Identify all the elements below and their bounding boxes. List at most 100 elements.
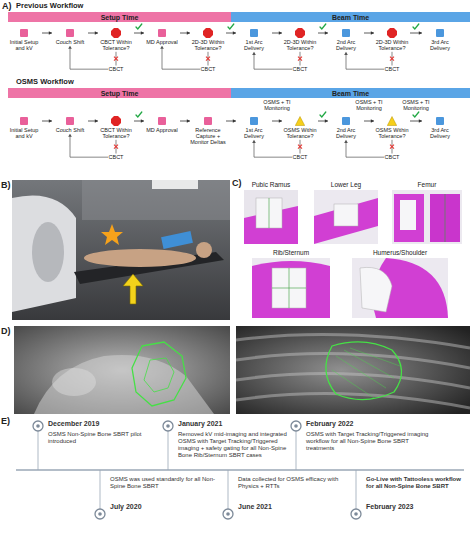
roi-box bbox=[400, 200, 416, 230]
marker-graphic bbox=[157, 28, 167, 38]
rib-shadow bbox=[236, 394, 470, 408]
setup-marker bbox=[157, 28, 167, 38]
octagon-shape bbox=[111, 28, 121, 38]
return-line bbox=[346, 141, 384, 157]
drop-line bbox=[208, 52, 209, 66]
setup-marker bbox=[19, 116, 29, 126]
workflow-step: Couch Shift bbox=[52, 28, 88, 45]
band-text: Beam Time bbox=[332, 14, 369, 21]
flow-arrow bbox=[318, 112, 328, 123]
timeline-pin bbox=[351, 509, 361, 519]
time-band: Beam Time bbox=[231, 88, 470, 98]
roi-box bbox=[256, 198, 282, 228]
square-shape bbox=[436, 117, 444, 125]
target-contour bbox=[132, 342, 186, 406]
time-band: Setup Time bbox=[8, 12, 231, 22]
arrow-head bbox=[279, 31, 282, 35]
panel-letter: B) bbox=[1, 180, 11, 190]
time-band: Setup Time bbox=[8, 88, 231, 98]
pin-dot bbox=[36, 424, 40, 428]
delivery-marker bbox=[435, 116, 445, 126]
rib-shadow bbox=[236, 335, 470, 348]
warning-triangle bbox=[387, 116, 397, 126]
workflow-step: 3rd Arc Delivery bbox=[422, 116, 458, 139]
square-shape bbox=[66, 117, 74, 125]
camera-pod bbox=[152, 180, 198, 189]
pin-stem bbox=[296, 431, 297, 470]
pin-stem bbox=[100, 470, 101, 509]
patient-head bbox=[196, 242, 212, 258]
timeline-pin bbox=[95, 509, 105, 519]
delivery-marker bbox=[249, 116, 259, 126]
stop-octagon bbox=[111, 116, 121, 126]
square-shape bbox=[250, 29, 258, 37]
panel-letter: E) bbox=[1, 416, 10, 426]
flow-arrow bbox=[318, 24, 328, 35]
flow-arrow bbox=[272, 31, 282, 35]
cross-mark bbox=[390, 145, 394, 149]
cross-mark bbox=[206, 57, 210, 61]
arrow-head bbox=[187, 119, 190, 123]
step-text: 1st Arc Delivery bbox=[236, 39, 272, 51]
delivery-marker bbox=[341, 28, 351, 38]
cbct-label: CBCT bbox=[288, 154, 312, 160]
workflow-step: Reference Capture + Monitor Deltas bbox=[190, 116, 226, 145]
pin-stem bbox=[168, 431, 169, 470]
connector-line bbox=[318, 121, 328, 122]
triangle-shape bbox=[387, 117, 396, 126]
timeline-axis bbox=[16, 469, 464, 471]
flow-arrow bbox=[180, 31, 190, 35]
image-title: Lower Leg bbox=[314, 181, 378, 188]
room-wall bbox=[82, 180, 230, 220]
timeline-date: June 2021 bbox=[238, 503, 338, 511]
timeline-date: February 2023 bbox=[366, 503, 466, 511]
connector-line bbox=[42, 121, 52, 122]
square-shape bbox=[342, 117, 350, 125]
step-text: CBCT Within Tolerance? bbox=[98, 127, 134, 139]
arrow-head bbox=[68, 134, 72, 137]
band-text: Setup Time bbox=[101, 14, 139, 21]
step-text: Reference Capture + Monitor Deltas bbox=[190, 127, 226, 145]
arrow-head bbox=[160, 46, 164, 49]
workflow-title: OSMS Workflow bbox=[16, 78, 74, 87]
workflow-step: MD Approval bbox=[144, 28, 180, 45]
edge-label: OSMS + TI Monitoring bbox=[257, 99, 297, 111]
return-line bbox=[346, 53, 384, 69]
square-shape bbox=[158, 29, 166, 37]
workflow-step: Initial Setup and kV bbox=[6, 28, 42, 51]
surface-images bbox=[236, 176, 472, 322]
cbct-label: CBCT bbox=[104, 154, 128, 160]
workflow-title: Previous Workflow bbox=[16, 2, 83, 11]
warning-triangle bbox=[295, 116, 305, 126]
square-shape bbox=[342, 29, 350, 37]
marker-graphic bbox=[111, 116, 121, 126]
crosshair bbox=[269, 198, 270, 228]
cross-mark bbox=[298, 57, 302, 61]
return-line bbox=[162, 47, 200, 70]
cbct-label: CBCT bbox=[380, 66, 404, 72]
timeline-note: Go-Live with Tattooless workflow for all… bbox=[366, 476, 466, 490]
step-text: 1st Arc Delivery bbox=[236, 127, 272, 139]
timeline-note: OSMS was used standardly for all Non-Spi… bbox=[110, 476, 218, 490]
decision-stop: 2D-3D Within Tolerance? bbox=[374, 28, 410, 51]
step-text: Couch Shift bbox=[52, 39, 88, 45]
flow-arrow bbox=[180, 119, 190, 123]
cbct-label: CBCT bbox=[104, 66, 128, 72]
cross-mark bbox=[298, 145, 302, 149]
marker-graphic bbox=[435, 28, 445, 38]
connector-line bbox=[318, 33, 328, 34]
target-hatch bbox=[332, 348, 400, 398]
octagon-shape bbox=[203, 28, 213, 38]
arrow-head bbox=[187, 31, 190, 35]
arrow-head bbox=[371, 119, 374, 123]
pin-dot bbox=[226, 512, 230, 516]
panel-letter: A) bbox=[2, 1, 12, 11]
step-text: CBCT Within Tolerance? bbox=[98, 39, 134, 51]
check-mark bbox=[320, 24, 326, 29]
pin-dot bbox=[166, 424, 170, 428]
connector-line bbox=[410, 33, 422, 34]
connector-line bbox=[272, 33, 282, 34]
flow-arrow bbox=[134, 24, 144, 35]
